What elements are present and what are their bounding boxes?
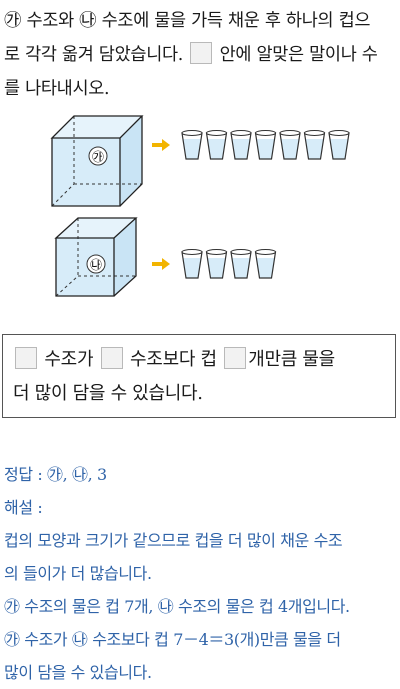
cup-icon xyxy=(205,129,228,160)
tank-a-cups xyxy=(181,129,350,160)
blank-box-icon xyxy=(15,347,37,369)
answer-line-1: 수조가 수조보다 컵 개만큼 물을 xyxy=(13,343,385,377)
tank-a-label: ㉮ xyxy=(92,150,104,164)
cup-icon xyxy=(254,248,277,279)
answer-line-2: 더 많이 담을 수 있습니다. xyxy=(13,383,203,404)
tank-b-water-front xyxy=(56,238,114,296)
tank-b: ㉯ xyxy=(54,217,138,297)
solution-line: 컵의 모양과 크기가 같으므로 컵을 더 많이 채운 수조 xyxy=(4,531,343,550)
question-line-3: 를 나타내시오. xyxy=(4,79,110,99)
question-line-1: ㉮ 수조와 ㉯ 수조에 물을 가득 채운 후 하나의 컵으 xyxy=(4,11,371,31)
solution-line: ㉮ 수조가 ㉯ 수조보다 컵 7－4＝3(개)만큼 물을 더 xyxy=(4,630,341,649)
cup-icon xyxy=(205,248,228,279)
answer-part-2: 수조보다 컵 xyxy=(130,349,217,370)
cup-icon xyxy=(181,248,203,279)
cup-icon xyxy=(303,129,326,160)
cup-icon xyxy=(254,129,277,160)
question-text: ㉮ 수조와 ㉯ 수조에 물을 가득 채운 후 하나의 컵으 로 각각 옮겨 담았… xyxy=(4,4,398,106)
cup-icon xyxy=(279,129,301,160)
solution-line: 의 들이가 더 많습니다. xyxy=(4,564,152,583)
answer-part-1: 수조가 xyxy=(44,349,94,370)
tank-a-water-top xyxy=(52,116,142,138)
solution-line: 많이 담을 수 있습니다. xyxy=(4,663,152,682)
tank-a: ㉮ xyxy=(50,115,144,207)
solution: 정답 : ㉮, ㉯, 3 해설 : 컵의 모양과 크기가 같으므로 컵을 더 많… xyxy=(4,458,398,689)
blank-box-icon xyxy=(224,347,247,369)
blank-box-icon xyxy=(190,42,213,64)
tank-b-cups xyxy=(181,248,277,279)
cup-icon xyxy=(230,129,252,160)
question-line-2a: 로 각각 옮겨 담았습니다. xyxy=(4,45,184,65)
question-line-2b: 안에 알맞은 말이나 수 xyxy=(219,45,378,65)
tank-b-label: ㉯ xyxy=(90,258,102,272)
cup-icon xyxy=(230,248,252,279)
solution-line: ㉮ 수조의 물은 컵 7개, ㉯ 수조의 물은 컵 4개입니다. xyxy=(4,597,350,616)
solution-heading: 해설 : xyxy=(4,498,43,517)
cup-icon xyxy=(181,129,203,160)
arrow-a-icon xyxy=(152,139,170,151)
blank-box-icon xyxy=(100,347,123,369)
arrow-b-icon xyxy=(152,258,170,270)
tank-b-water-side xyxy=(114,218,136,296)
tank-b-water-top xyxy=(56,218,136,238)
answer-sentence-box: 수조가 수조보다 컵 개만큼 물을 더 많이 담을 수 있습니다. xyxy=(2,334,396,418)
answer-part-3: 개만큼 물을 xyxy=(248,349,335,370)
question-line-2: 로 각각 옮겨 담았습니다. 안에 알맞은 말이나 수 xyxy=(4,38,398,72)
cup-icon xyxy=(328,129,350,160)
solution-answer: 정답 : ㉮, ㉯, 3 xyxy=(4,465,107,484)
tanks-figure: ㉮ ㉯ xyxy=(50,115,350,297)
